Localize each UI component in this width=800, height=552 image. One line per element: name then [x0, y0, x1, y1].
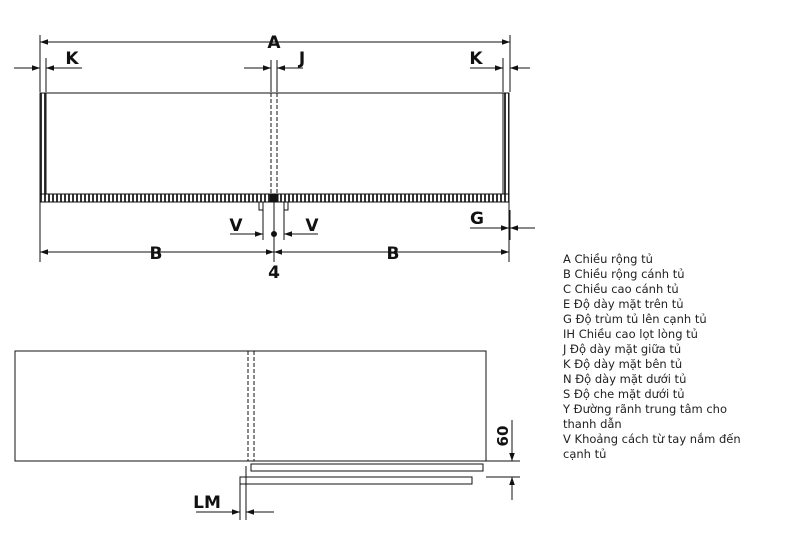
label-J: J	[298, 49, 305, 69]
legend-item-C: C Chiều cao cánh tủ	[563, 282, 679, 296]
label-G: G	[470, 209, 484, 229]
legend-item-N: N Độ dày mặt dưới tủ	[563, 372, 687, 386]
handle-right	[283, 201, 289, 211]
legend-item-K: K Độ dày mặt bên tủ	[563, 357, 683, 371]
legend-item-J: J Độ dày mặt giữa tủ	[563, 342, 682, 356]
legend: A Chiều rộng tủ B Chiều rộng cánh tủ C C…	[563, 252, 763, 462]
top-view	[14, 35, 535, 262]
label-B-left: B	[150, 244, 163, 264]
front-view	[14, 350, 520, 520]
label-A: A	[267, 33, 281, 53]
cabinet-front	[14, 350, 487, 462]
label-K-left: K	[65, 49, 79, 69]
legend-item-V: V Khoảng cách từ tay nắm đến cạnh tủ	[563, 432, 741, 461]
label-B-right: B	[387, 244, 400, 264]
bottom-rail-upper	[250, 463, 484, 472]
legend-item-IH: IH Chiều cao lọt lòng tủ	[563, 327, 698, 341]
legend-item-B: B Chiều rộng cánh tủ	[563, 267, 685, 281]
legend-item-E: E Độ dày mặt trên tủ	[563, 297, 684, 311]
legend-item-A: A Chiều rộng tủ	[563, 252, 653, 266]
cabinet-left-side-panel	[39, 92, 47, 195]
legend-item-Y: Y Đường rãnh trung tâm cho thanh dẫn	[563, 402, 727, 431]
cabinet-right-side-panel	[502, 92, 510, 195]
label-4: 4	[268, 263, 280, 283]
legend-item-S: S Độ che mặt dưới tủ	[563, 387, 685, 401]
legend-item-G: G Độ trùm tủ lên cạnh tủ	[563, 312, 707, 326]
label-60: 60	[494, 426, 512, 447]
label-K-right: K	[469, 49, 483, 69]
label-V-right: V	[305, 216, 319, 236]
label-LM: LM	[193, 493, 221, 513]
handle-left	[258, 201, 264, 211]
label-V-left: V	[229, 216, 243, 236]
bottom-rail-lower	[239, 476, 473, 485]
